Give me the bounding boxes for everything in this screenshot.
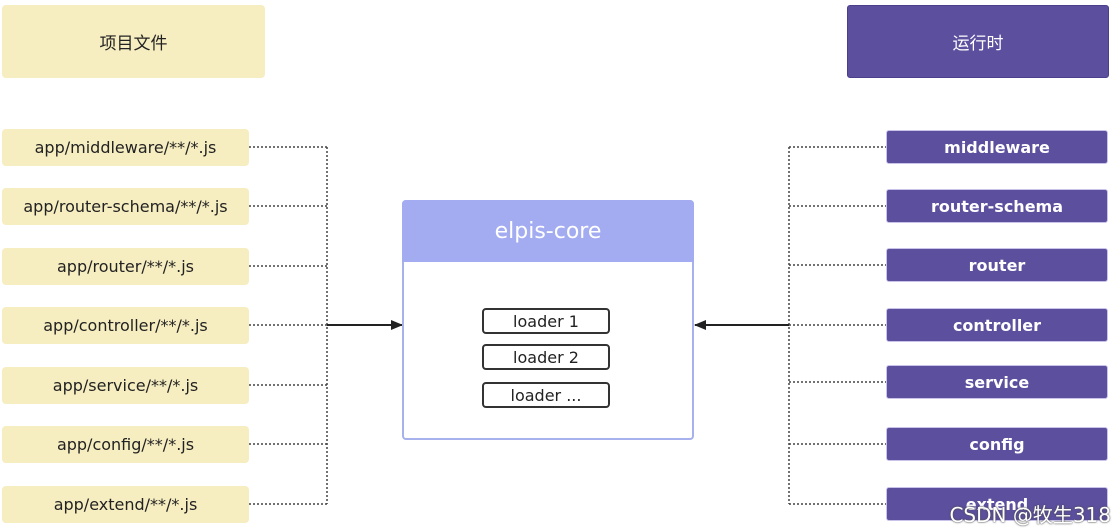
elpis-core-title: elpis-core: [402, 200, 694, 262]
source-file-router-schema: app/router-schema/**/*.js: [2, 188, 249, 225]
runtime-router-schema: router-schema: [886, 189, 1108, 223]
loader-2: loader 2: [482, 344, 610, 370]
source-file-middleware: app/middleware/**/*.js: [2, 129, 249, 166]
runtime-header: 运行时: [847, 5, 1109, 78]
runtime-extend: extend: [886, 487, 1108, 521]
runtime-config: config: [886, 427, 1108, 461]
source-file-extend: app/extend/**/*.js: [2, 486, 249, 523]
loader-1: loader 1: [482, 308, 610, 334]
source-files-header: 项目文件: [2, 5, 265, 78]
elpis-core-container: elpis-core loader 1 loader 2 loader ...: [402, 200, 694, 440]
loader-more: loader ...: [482, 382, 610, 408]
source-file-service: app/service/**/*.js: [2, 367, 249, 404]
source-file-router: app/router/**/*.js: [2, 248, 249, 285]
runtime-middleware: middleware: [886, 130, 1108, 164]
watermark: CSDN @牧生318: [949, 503, 1111, 527]
source-file-config: app/config/**/*.js: [2, 426, 249, 463]
runtime-service: service: [886, 365, 1108, 399]
runtime-controller: controller: [886, 308, 1108, 342]
runtime-router: router: [886, 248, 1108, 282]
source-file-controller: app/controller/**/*.js: [2, 307, 249, 344]
